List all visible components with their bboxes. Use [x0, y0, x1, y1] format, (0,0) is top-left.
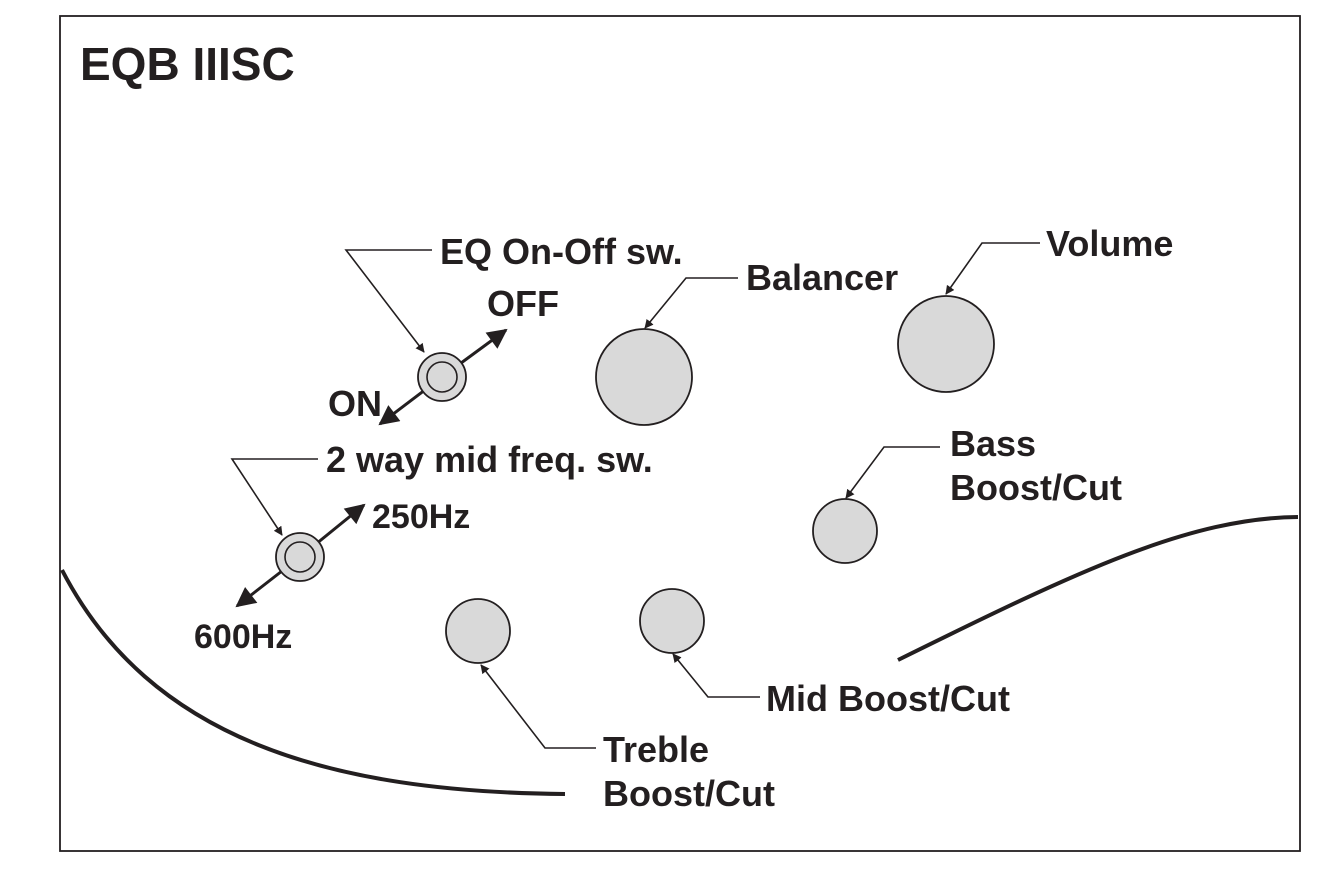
volume-knob [897, 295, 995, 393]
on-label: ON [328, 383, 382, 424]
bass-label-line1: Bass [950, 423, 1036, 464]
treble-knob [445, 598, 511, 664]
mid-label: Mid Boost/Cut [766, 678, 1010, 719]
mid-freq-switch-label: 2 way mid freq. sw. [326, 439, 653, 480]
diagram-frame [59, 15, 1301, 852]
treble-label-line1: Treble [603, 729, 709, 770]
freq-600-label: 600Hz [194, 618, 292, 656]
treble-label-line2: Boost/Cut [603, 773, 775, 814]
mid-freq-switch [235, 503, 366, 608]
eq-switch-knob [426, 361, 458, 393]
volume-label: Volume [1046, 223, 1173, 264]
body-outline-upper [897, 515, 1299, 662]
bass-knob [812, 498, 878, 564]
freq-250-label: 250Hz [372, 498, 470, 536]
balancer-knob [595, 328, 693, 426]
mid-freq-switch-knob [284, 541, 316, 573]
bass-label-line2: Boost/Cut [950, 467, 1122, 508]
eq-on-off-switch [378, 328, 508, 426]
bass-leader [845, 446, 940, 499]
balancer-leader [644, 277, 738, 329]
eq-switch-label: EQ On-Off sw. [440, 231, 683, 272]
balancer-label: Balancer [746, 257, 898, 298]
volume-leader [945, 242, 1040, 295]
mid-freq-switch-leader [230, 458, 318, 536]
treble-leader [480, 664, 596, 749]
body-outline-lower [60, 569, 566, 796]
eq-switch-leader [344, 249, 432, 353]
mid-knob [639, 588, 705, 654]
mid-leader [672, 653, 760, 698]
off-label: OFF [487, 283, 559, 324]
diagram-title: EQB IIISC [80, 38, 295, 90]
